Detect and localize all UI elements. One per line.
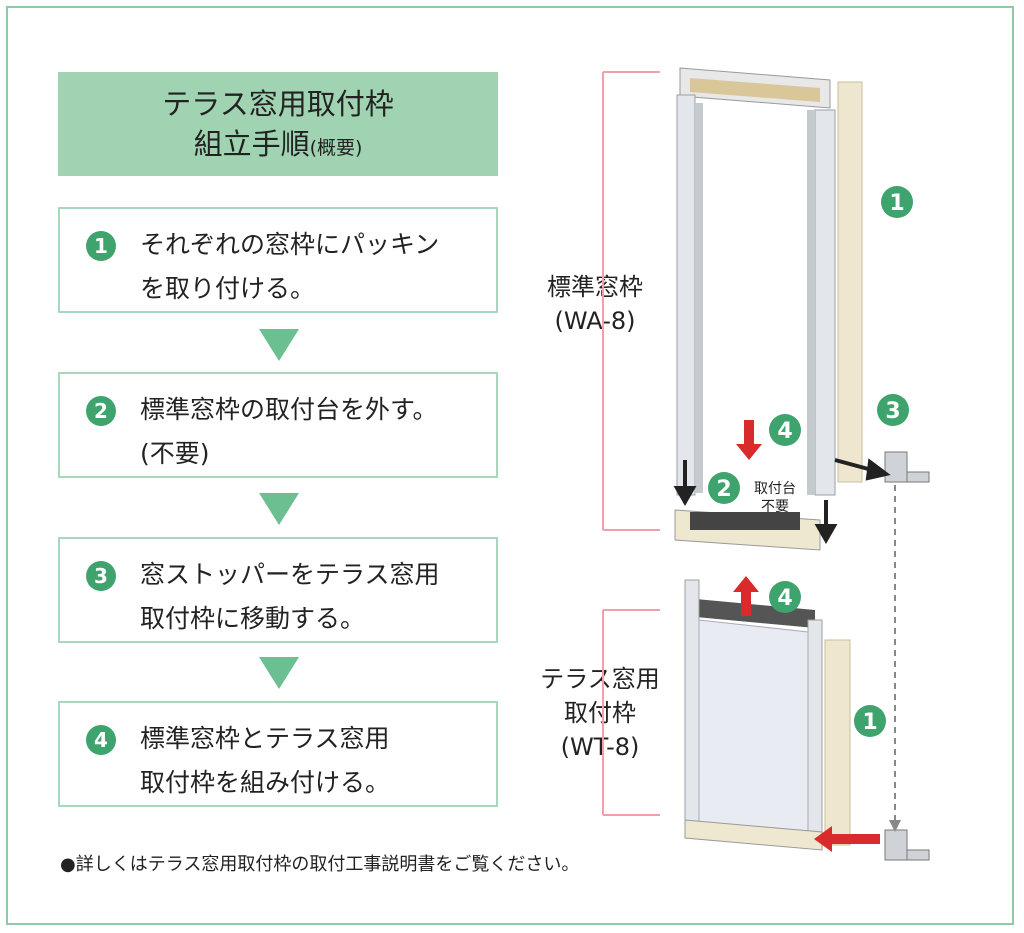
red-arrow-icon [733,420,880,852]
step-text-line2: 取付枠に移動する。 [140,604,366,633]
terrace-frame-code: (WT-8) [560,733,640,761]
mount-label-line1: 取付台 [754,481,796,497]
frame-assembly-diagram: 1 2 3 4 4 1 [602,67,930,861]
step-4: 4 標準窓枠とテラス窓用取付枠を組み付ける。 [58,701,498,807]
callout-3: 3 [885,399,900,424]
step-text-line2: (不要) [140,439,210,468]
step-text-line1: 標準窓枠とテラス窓用 [140,724,390,753]
step-text-line1: 標準窓枠の取付台を外す。 [140,395,438,424]
standard-frame-code: (WA-8) [554,307,636,335]
step-text: 窓ストッパーをテラス窓用取付枠に移動する。 [140,553,440,641]
title-line2-main: 組立手順 [193,127,310,161]
callout-1b: 1 [862,710,877,735]
standard-frame-bracket [602,71,660,531]
callout-2: 2 [716,477,731,502]
title-box: テラス窓用取付枠 組立手順(概要) [58,72,498,176]
callout-4b: 4 [777,586,792,611]
callout-markers: 1 2 3 4 4 1 [708,186,913,737]
title-line1: テラス窓用取付枠 [162,87,394,121]
step-2: 2 標準窓枠の取付台を外す。 (不要) [58,372,498,478]
footnote: ●詳しくはテラス窓用取付枠の取付工事説明書をご覧ください。 [60,854,580,875]
step-text-line2: を取り付ける。 [140,274,316,303]
mount-label: 取付台 不要 [740,480,810,516]
black-arrow-icon [673,458,891,545]
step-number: 1 [86,231,116,261]
step-text-line1: 窓ストッパーをテラス窓用 [140,560,440,589]
down-triangle-icon [259,657,299,689]
mount-base [674,509,821,551]
callout-4: 4 [777,419,792,444]
step-text-line2: 取付枠を組み付ける。 [140,768,391,797]
gasket-strip [837,81,863,483]
terrace-frame-name2: 取付枠 [564,699,636,727]
terrace-frame-bracket [602,609,660,816]
step-text: それぞれの窓枠にパッキンを取り付ける。 [140,223,439,311]
mount-label-line2: 不要 [761,499,789,515]
step-text: 標準窓枠の取付台を外す。 (不要) [140,388,438,476]
step-number: 2 [86,396,116,426]
terrace-frame-name1: テラス窓用 [540,665,660,693]
callout-1: 1 [889,191,904,216]
standard-window-frame [676,67,863,496]
step-number: 4 [86,725,116,755]
window-stopper-bottom [884,829,930,861]
step-text-line1: それぞれの窓枠にパッキン [140,230,440,259]
step-number: 3 [86,561,116,591]
step-text: 標準窓枠とテラス窓用取付枠を組み付ける。 [140,717,390,805]
down-triangle-icon [259,493,299,525]
title-line2-small: (概要) [309,137,363,159]
standard-frame-name: 標準窓枠 [547,273,643,301]
title-line2: 組立手順(概要) [58,124,498,168]
down-triangle-icon [259,329,299,361]
standard-frame-label: 標準窓枠 (WA-8) [540,270,650,338]
terrace-window-frame [684,579,851,851]
window-stopper-top [884,451,930,483]
gasket-strip [824,639,851,846]
terrace-frame-label: テラス窓用 取付枠 (WT-8) [530,662,670,764]
step-1: 1 それぞれの窓枠にパッキンを取り付ける。 [58,207,498,313]
step-3: 3 窓ストッパーをテラス窓用取付枠に移動する。 [58,537,498,643]
outer-frame [6,6,1014,925]
